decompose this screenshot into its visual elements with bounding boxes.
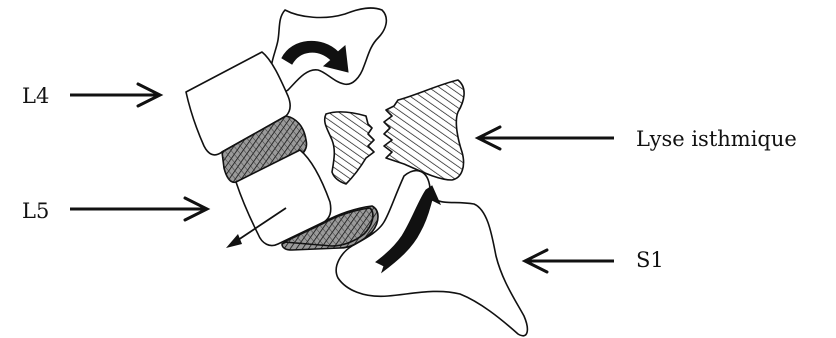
label-s1: S1	[636, 248, 664, 272]
label-l5: L5	[22, 199, 49, 223]
label-l4: L4	[22, 84, 49, 108]
l5-pointer-arrow	[70, 198, 207, 220]
isthmus-right	[384, 80, 464, 180]
l4-pointer-arrow	[70, 84, 160, 106]
s1-pointer-arrow	[525, 250, 614, 272]
label-lysis: Lyse isthmique	[636, 127, 797, 151]
isthmus-left	[325, 112, 374, 184]
lysis-pointer-arrow	[478, 127, 614, 149]
